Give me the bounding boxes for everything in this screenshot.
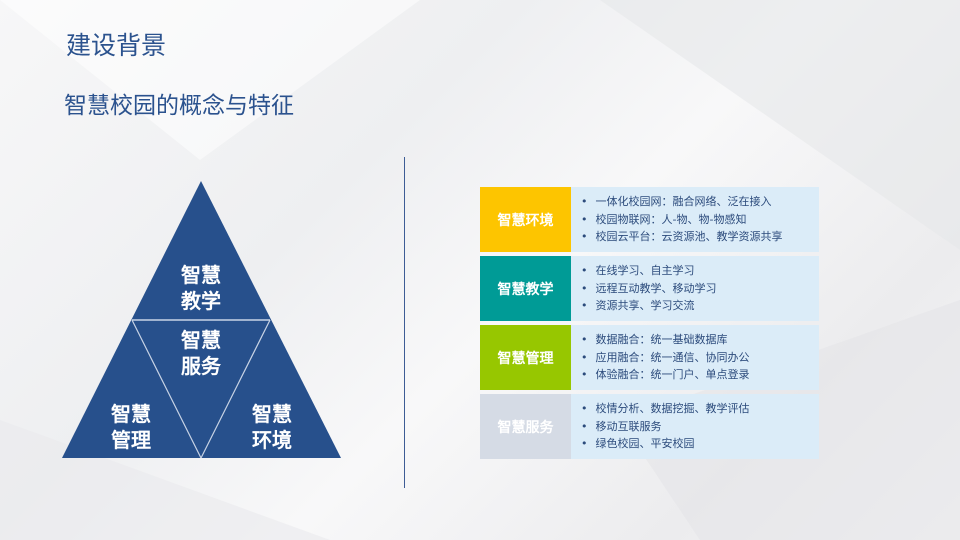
pyramid-divider-line (200, 319, 271, 459)
feature-label: 智慧教学 (480, 256, 571, 321)
feature-list: 校情分析、数据挖掘、教学评估移动互联服务绿色校园、平安校园 (581, 400, 819, 453)
feature-content: 校情分析、数据挖掘、教学评估移动互联服务绿色校园、平安校园 (571, 394, 819, 459)
feature-item: 体验融合：统一门户、单点登录 (581, 366, 819, 384)
feature-list: 一体化校园网：融合网络、泛在接入校园物联网：人-物、物-物感知校园云平台：云资源… (581, 193, 819, 246)
pyramid-label-management: 智慧 管理 (101, 401, 161, 453)
feature-item: 移动互联服务 (581, 418, 819, 436)
feature-item: 绿色校园、平安校园 (581, 435, 819, 453)
label-line: 管理 (111, 428, 151, 452)
feature-content: 一体化校园网：融合网络、泛在接入校园物联网：人-物、物-物感知校园云平台：云资源… (571, 187, 819, 252)
pyramid-label-service: 智慧 服务 (171, 327, 231, 379)
feature-row: 智慧环境一体化校园网：融合网络、泛在接入校园物联网：人-物、物-物感知校园云平台… (480, 187, 819, 252)
label-line: 智慧 (111, 402, 151, 426)
pyramid-diagram (62, 181, 341, 459)
feature-item: 校园云平台：云资源池、教学资源共享 (581, 228, 819, 246)
feature-list: 数据融合：统一基础数据库应用融合：统一通信、协同办公体验融合：统一门户、单点登录 (581, 331, 819, 384)
feature-label: 智慧管理 (480, 325, 571, 390)
feature-item: 数据融合：统一基础数据库 (581, 331, 819, 349)
feature-item: 资源共享、学习交流 (581, 297, 819, 315)
label-line: 教学 (181, 289, 221, 313)
feature-content: 在线学习、自主学习远程互动教学、移动学习资源共享、学习交流 (571, 256, 819, 321)
feature-item: 校园物联网：人-物、物-物感知 (581, 211, 819, 229)
feature-item: 在线学习、自主学习 (581, 262, 819, 280)
label-line: 智慧 (252, 402, 292, 426)
label-line: 环境 (252, 428, 292, 452)
label-line: 智慧 (181, 263, 221, 287)
feature-item: 一体化校园网：融合网络、泛在接入 (581, 193, 819, 211)
feature-item: 校情分析、数据挖掘、教学评估 (581, 400, 819, 418)
feature-item: 远程互动教学、移动学习 (581, 280, 819, 298)
page-subtitle: 智慧校园的概念与特征 (64, 93, 294, 119)
feature-label: 智慧环境 (480, 187, 571, 252)
feature-label: 智慧服务 (480, 394, 571, 459)
feature-row: 智慧教学在线学习、自主学习远程互动教学、移动学习资源共享、学习交流 (480, 256, 819, 321)
feature-item: 应用融合：统一通信、协同办公 (581, 349, 819, 367)
vertical-divider (404, 157, 405, 488)
label-line: 智慧 (181, 328, 221, 352)
label-line: 服务 (181, 354, 221, 378)
feature-row: 智慧服务校情分析、数据挖掘、教学评估移动互联服务绿色校园、平安校园 (480, 394, 819, 459)
pyramid-label-teaching: 智慧 教学 (171, 262, 231, 314)
feature-row: 智慧管理数据融合：统一基础数据库应用融合：统一通信、协同办公体验融合：统一门户、… (480, 325, 819, 390)
pyramid-divider-line (131, 319, 202, 459)
feature-list: 在线学习、自主学习远程互动教学、移动学习资源共享、学习交流 (581, 262, 819, 315)
feature-content: 数据融合：统一基础数据库应用融合：统一通信、协同办公体验融合：统一门户、单点登录 (571, 325, 819, 390)
page-title: 建设背景 (66, 31, 167, 60)
pyramid-label-environment: 智慧 环境 (242, 401, 302, 453)
